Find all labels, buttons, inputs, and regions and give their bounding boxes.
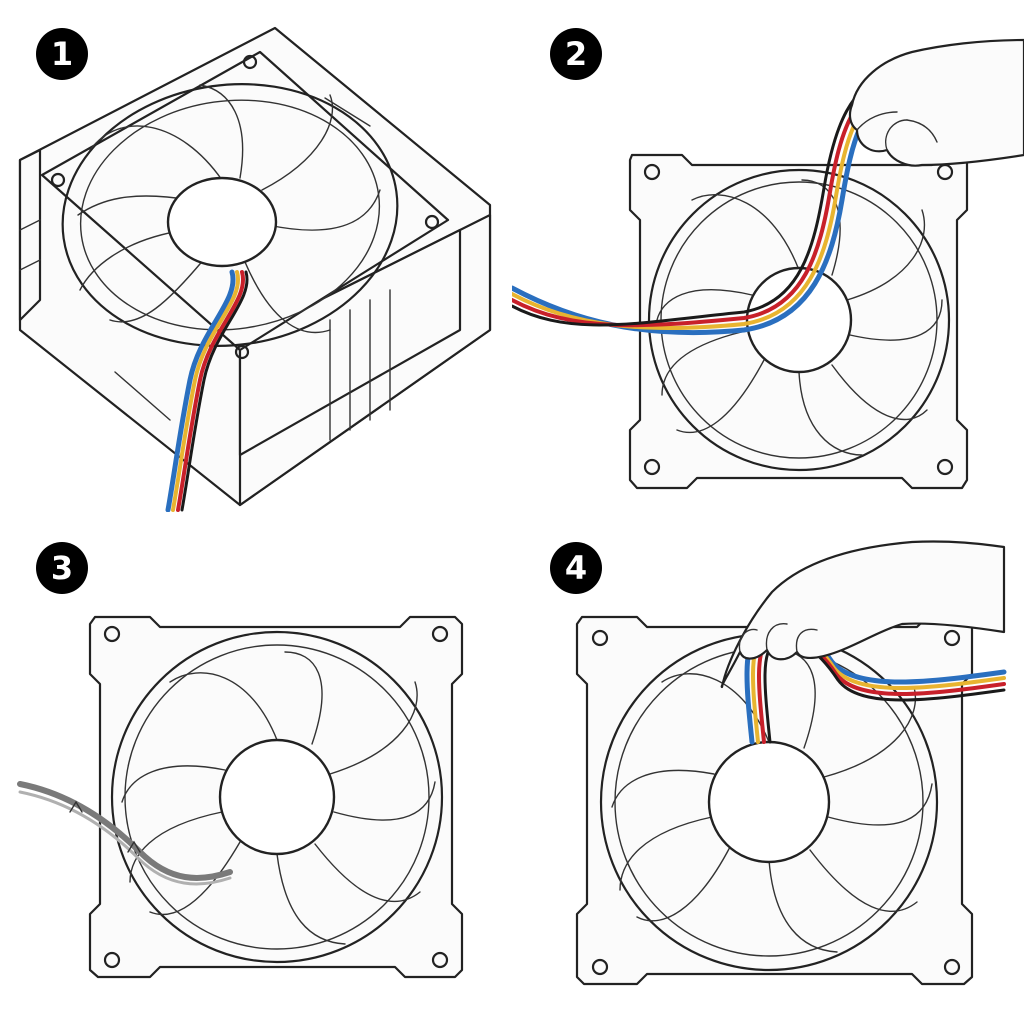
- screw-hole-icon: [943, 958, 961, 976]
- step-2-panel: 2: [512, 0, 1024, 512]
- screw-icon: [424, 214, 440, 230]
- step-4-panel: 4: [512, 512, 1024, 1024]
- fan-cable: [165, 269, 249, 512]
- fan-ring-inner: [124, 644, 430, 950]
- chassis-markings: [114, 97, 371, 421]
- fan-ring: [61, 83, 399, 347]
- step-1-illustration: [18, 26, 492, 512]
- fan-ring: [647, 168, 951, 472]
- step-number: 3: [50, 549, 74, 587]
- screw-hole-icon: [591, 958, 609, 976]
- step-4-illustration: [575, 540, 1007, 986]
- fan-hub: [218, 738, 336, 856]
- fan-blades: [121, 651, 436, 945]
- fan-blades: [611, 649, 933, 953]
- fan-blades: [656, 179, 943, 456]
- step-badge: 1: [36, 28, 88, 80]
- step-badge: 4: [550, 542, 602, 594]
- step-number: 4: [564, 549, 588, 587]
- screw-hole-icon: [936, 458, 954, 476]
- step-1-panel: 1: [0, 0, 512, 512]
- screw-hole-icon: [943, 629, 961, 647]
- step-3-panel: 3: [0, 512, 512, 1024]
- screw-hole-icon: [103, 951, 121, 969]
- step-2-illustration: [512, 38, 1024, 490]
- step-badge: 3: [36, 542, 88, 594]
- screw-hole-icon: [643, 163, 661, 181]
- step-number: 2: [564, 35, 588, 73]
- fan-hub: [166, 176, 278, 268]
- fan-hub: [707, 740, 831, 864]
- screw-hole-icon: [591, 629, 609, 647]
- fan-cable: [17, 781, 233, 886]
- screw-icon: [234, 344, 250, 360]
- fan-hub: [745, 266, 853, 374]
- screw-hole-icon: [103, 625, 121, 643]
- hand-icon: [848, 38, 1024, 167]
- fan-blades: [77, 84, 381, 334]
- screw-hole-icon: [431, 625, 449, 643]
- fan-ring: [110, 630, 444, 964]
- step-3-illustration: [17, 615, 464, 979]
- screw-hole-icon: [643, 458, 661, 476]
- chassis-left-edge: [18, 148, 42, 322]
- hand-icon: [720, 540, 1006, 689]
- step-badge: 2: [550, 28, 602, 80]
- screw-icon: [242, 54, 258, 70]
- screw-hole-icon: [431, 951, 449, 969]
- screw-icon: [50, 172, 66, 188]
- step-number: 1: [50, 35, 74, 73]
